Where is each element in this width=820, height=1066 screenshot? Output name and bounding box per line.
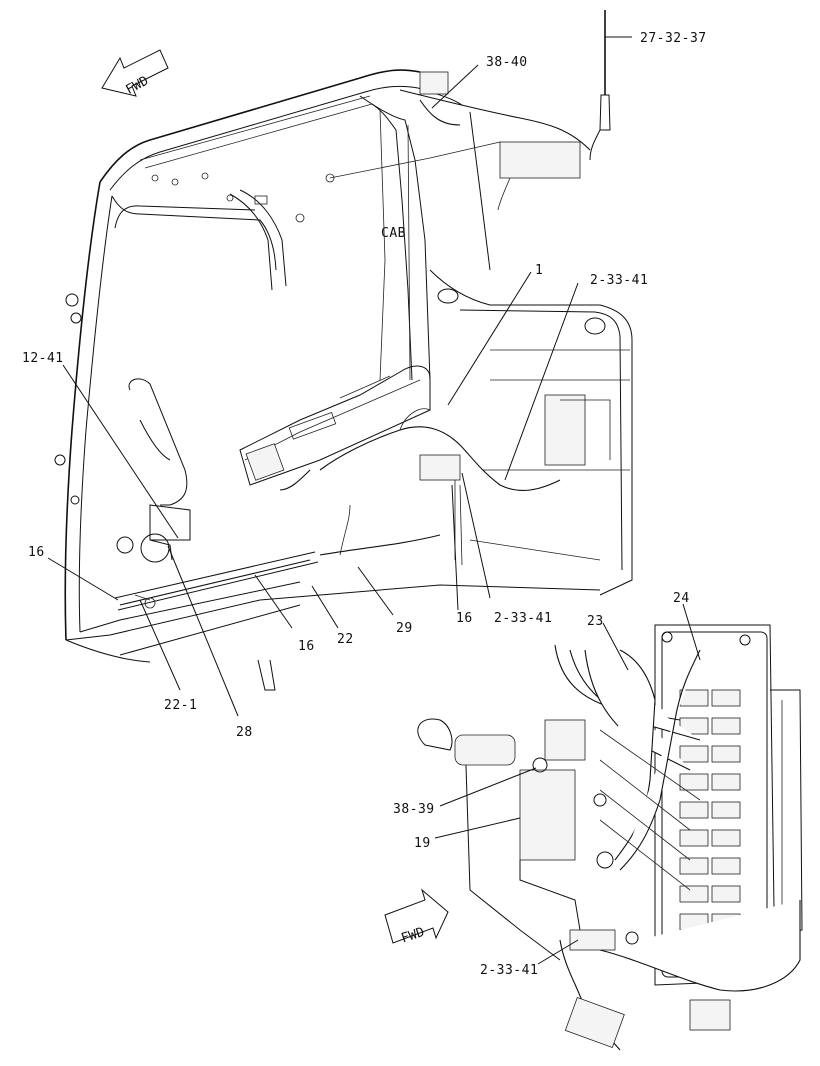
leader-lines bbox=[47, 36, 701, 965]
seat-console bbox=[128, 365, 431, 541]
callout-center-16: 16 bbox=[456, 611, 473, 626]
callout-left-16: 16 bbox=[28, 545, 45, 560]
fwd-arrow-top: FWD bbox=[101, 49, 169, 98]
detail-view bbox=[417, 624, 803, 1051]
callout-harness-1: 1 bbox=[535, 263, 543, 278]
callout-labels: 27-32-37 38-40 CAB 1 2-33-41 12-41 16 16… bbox=[22, 31, 707, 978]
callout-38-39: 38-39 bbox=[393, 802, 435, 817]
fwd-label-bottom: FWD bbox=[399, 925, 426, 947]
fwd-label-top: FWD bbox=[123, 74, 151, 98]
fuse-block bbox=[679, 689, 741, 931]
cab-frame bbox=[54, 69, 633, 691]
callout-bottom-16: 16 bbox=[298, 639, 315, 654]
main-harness bbox=[114, 394, 611, 611]
callout-29: 29 bbox=[396, 621, 413, 636]
callout-center-clip: 2-33-41 bbox=[494, 611, 552, 626]
callout-cab: CAB bbox=[381, 226, 406, 241]
callout-24: 24 bbox=[673, 591, 690, 606]
callout-22: 22 bbox=[337, 632, 354, 647]
callout-top-harness: 38-40 bbox=[486, 55, 528, 70]
fwd-arrow-bottom: FWD bbox=[384, 888, 449, 947]
callout-top-right-clip: 2-33-41 bbox=[590, 273, 648, 288]
callout-detail-clip: 2-33-41 bbox=[480, 963, 538, 978]
callout-antenna: 27-32-37 bbox=[640, 31, 707, 46]
callout-28: 28 bbox=[236, 725, 253, 740]
callout-19: 19 bbox=[414, 836, 431, 851]
callout-left-clip: 12-41 bbox=[22, 351, 64, 366]
antenna-roof-harness bbox=[325, 10, 611, 211]
callout-22-1: 22-1 bbox=[164, 698, 197, 713]
callout-23: 23 bbox=[587, 614, 604, 629]
